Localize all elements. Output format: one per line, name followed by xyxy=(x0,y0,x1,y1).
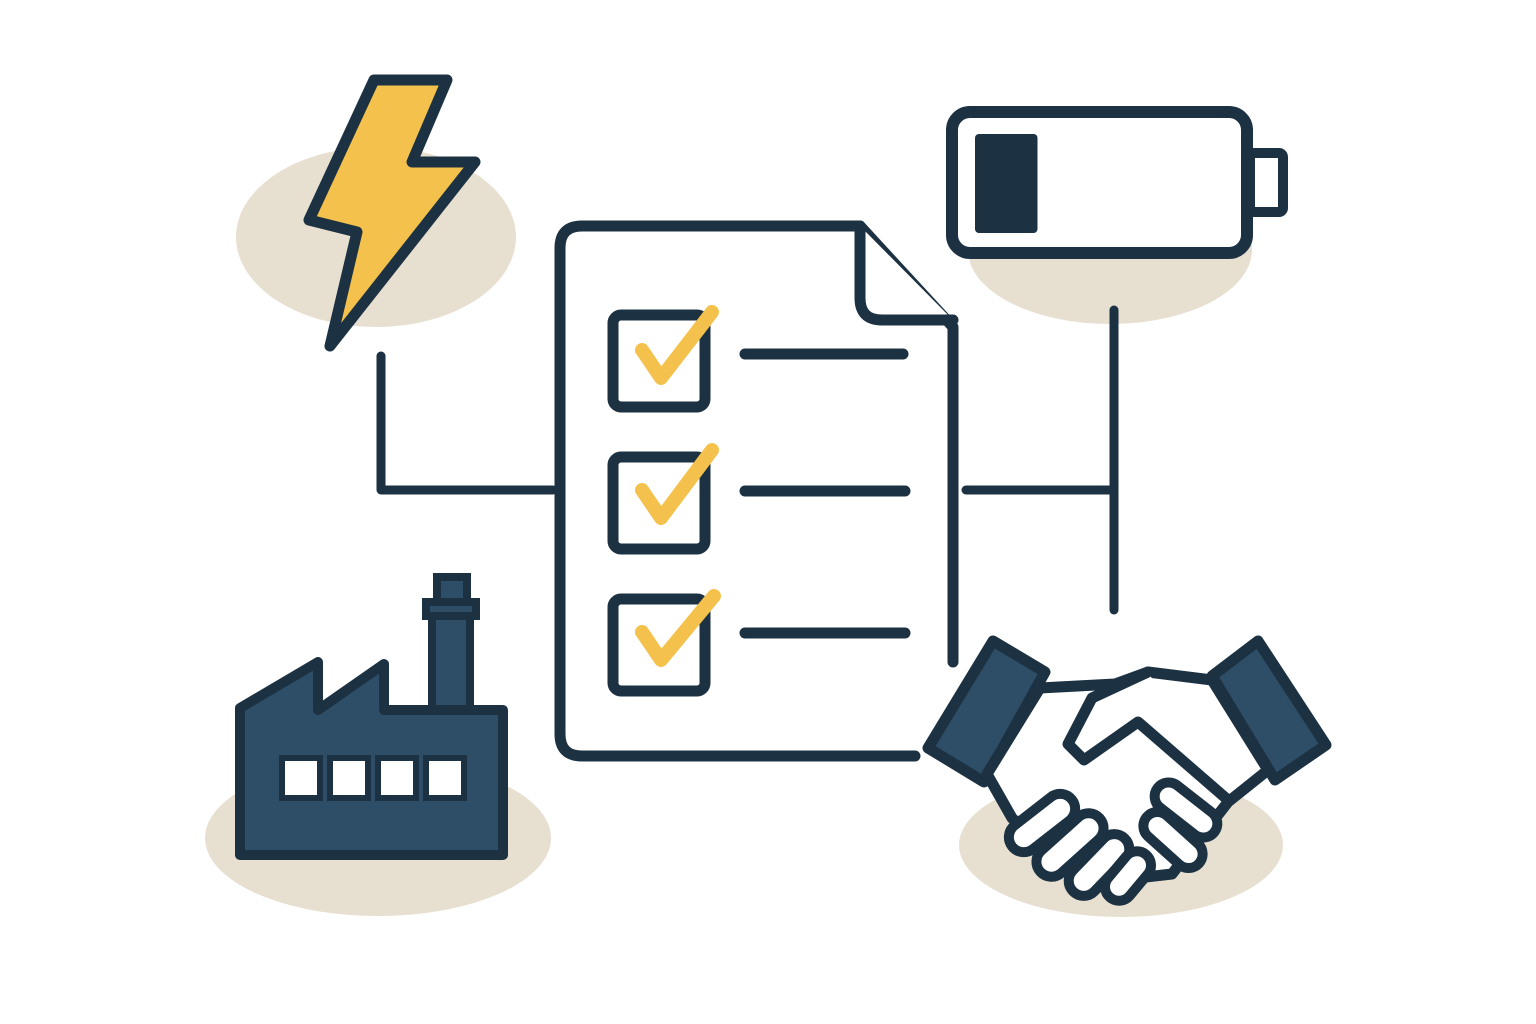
checkbox xyxy=(607,451,711,555)
factory-window xyxy=(375,755,419,801)
finger xyxy=(1100,846,1156,906)
checkbox xyxy=(607,309,711,413)
factory-building xyxy=(235,657,508,860)
factory-windows xyxy=(279,755,467,801)
checklist-item xyxy=(607,305,909,413)
connector-power xyxy=(376,351,558,495)
checklist-document-icon xyxy=(554,220,959,762)
checklist-item xyxy=(607,589,911,697)
connector-lines xyxy=(376,305,1119,615)
check-mark-icon xyxy=(635,589,721,667)
check-mark-icon xyxy=(635,443,719,525)
check-mark-icon xyxy=(635,305,719,385)
factory-window xyxy=(327,755,371,801)
handshake-icon xyxy=(922,635,1332,906)
checkbox xyxy=(607,593,711,697)
finger xyxy=(1138,806,1208,874)
checklist-item xyxy=(607,443,911,555)
lightning-bolt-shape xyxy=(303,74,481,352)
factory-window xyxy=(279,755,323,801)
factory-window xyxy=(423,755,467,801)
factory-icon xyxy=(235,573,508,860)
factory-chimney-top xyxy=(433,573,471,606)
lightning-bolt-icon xyxy=(303,74,481,352)
document-fold xyxy=(854,220,959,326)
fingers xyxy=(1003,777,1223,906)
battery-charge-level xyxy=(975,134,1038,233)
upper-hand-thumb xyxy=(1062,666,1234,806)
low-battery-icon xyxy=(946,106,1288,259)
left-sleeve xyxy=(922,635,1051,788)
battery-terminal xyxy=(1245,148,1288,217)
finger xyxy=(1003,788,1081,858)
